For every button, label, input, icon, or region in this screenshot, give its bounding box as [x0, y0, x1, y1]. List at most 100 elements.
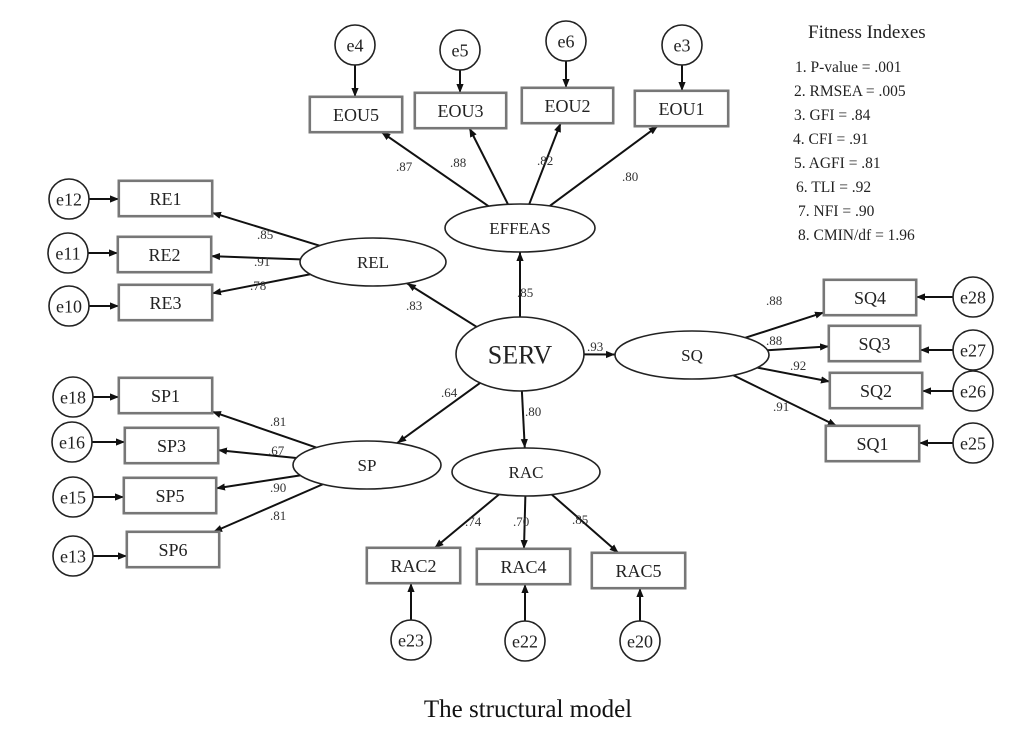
error-label-e16: e16	[59, 433, 85, 453]
indicator-inner-sq3	[830, 327, 919, 360]
indicator-sp6	[125, 530, 221, 569]
indicator-label-eou1: EOU1	[659, 99, 705, 119]
coef-serv-sp: .64	[441, 385, 458, 400]
error-label-e12: e12	[56, 190, 82, 210]
indicator-inner-sp3	[126, 429, 217, 462]
indicator-sq4	[822, 278, 918, 317]
indicator-rac5	[590, 551, 687, 590]
indicator-label-re1: RE1	[149, 189, 181, 209]
indicator-sp1	[117, 376, 214, 415]
latent-rel	[299, 237, 447, 287]
fitness-item-tli: 6. TLI = .92	[796, 179, 872, 196]
indicator-sq3	[827, 324, 922, 363]
coef-serv-effeas: .85	[517, 285, 533, 300]
indicator-sq1	[824, 424, 921, 463]
error-e23	[390, 619, 432, 661]
indicator-label-sq1: SQ1	[856, 434, 888, 454]
error-e22	[504, 620, 546, 662]
error-e27	[952, 329, 994, 371]
latent-label-rac: RAC	[509, 463, 544, 482]
error-e13	[52, 535, 94, 577]
error-label-e23: e23	[398, 631, 424, 651]
indicator-label-eou5: EOU5	[333, 105, 379, 125]
path-serv-rel	[406, 282, 478, 328]
loading-rac5	[551, 493, 620, 554]
path-serv-sp	[396, 382, 481, 444]
coef-re2: .91	[254, 254, 270, 269]
error-label-e20: e20	[627, 632, 653, 652]
fitness-indexes-list: 1. P-value = .001 2. RMSEA = .005 3. GFI…	[793, 56, 915, 248]
indicator-label-eou2: EOU2	[545, 96, 591, 116]
coef-sq2: .92	[790, 358, 806, 373]
indicator-inner-sq4	[825, 281, 915, 314]
coef-serv-rel: .83	[406, 298, 422, 313]
coef-sq4: .88	[766, 293, 782, 308]
error-label-e26: e26	[960, 382, 986, 402]
error-label-e22: e22	[512, 632, 538, 652]
indicator-re1	[117, 179, 214, 218]
indicator-label-sq3: SQ3	[858, 334, 890, 354]
indicator-label-sp1: SP1	[151, 386, 180, 406]
coef-serv-sq: .93	[587, 339, 603, 354]
latent-label-effeas: EFFEAS	[489, 219, 550, 238]
loading-sp6	[212, 483, 324, 533]
indicator-rac4	[475, 547, 572, 586]
latent-effeas	[444, 203, 596, 253]
error-label-e18: e18	[60, 388, 86, 408]
coef-eou2: .82	[537, 153, 553, 168]
latent-sp	[292, 440, 442, 490]
fitness-indexes-title: Fitness Indexes	[808, 22, 926, 43]
latent-label-serv: SERV	[488, 340, 553, 369]
latent-label-sp: SP	[358, 456, 377, 475]
error-label-e27: e27	[960, 341, 986, 361]
indicator-eou3	[413, 91, 508, 130]
coef-rac2: .74	[465, 514, 482, 529]
loading-re1	[211, 211, 320, 247]
loading-sp3	[217, 447, 297, 459]
coef-re3: .78	[250, 278, 266, 293]
indicator-re3	[117, 283, 214, 322]
indicator-inner-re1	[120, 182, 211, 215]
indicator-re2	[116, 235, 213, 274]
figure-caption: The structural model	[423, 696, 633, 723]
indicator-label-sp5: SP5	[155, 486, 184, 506]
indicator-label-rac2: RAC2	[390, 556, 436, 576]
loading-eou5	[380, 131, 490, 208]
indicator-inner-rac5	[593, 554, 684, 587]
error-e28	[952, 276, 994, 318]
indicator-inner-eou5	[311, 98, 401, 131]
indicator-inner-rac2	[368, 549, 459, 582]
path-serv-rac	[520, 390, 528, 449]
coef-sp1: .81	[270, 414, 286, 429]
loading-sq3	[767, 343, 830, 352]
loading-sq1	[732, 374, 838, 427]
error-e4	[334, 24, 376, 66]
error-e20	[619, 620, 661, 662]
indicator-label-re3: RE3	[149, 293, 181, 313]
indicator-inner-eou2	[523, 89, 612, 122]
error-label-e10: e10	[56, 297, 82, 317]
coef-eou3: .88	[450, 155, 466, 170]
error-e15	[52, 476, 94, 518]
error-e12	[48, 178, 90, 220]
loading-eou3	[468, 127, 509, 205]
indicator-sp3	[123, 426, 220, 465]
fitness-item-agfi: 5. AGFI = .81	[794, 155, 881, 172]
indicator-inner-re3	[120, 286, 211, 319]
error-label-e3: e3	[674, 36, 691, 56]
fitness-item-cfi: 4. CFI = .91	[793, 131, 869, 148]
latent-serv	[455, 316, 585, 392]
indicator-inner-eou3	[416, 94, 505, 127]
indicator-inner-eou1	[636, 92, 727, 125]
latent-sq	[614, 330, 770, 380]
coef-eou1: .80	[622, 169, 638, 184]
indicator-label-sp6: SP6	[158, 540, 187, 560]
coef-rac5: .85	[572, 512, 588, 527]
error-label-e5: e5	[452, 41, 469, 61]
indicator-label-sp3: SP3	[157, 436, 186, 456]
fitness-item-gfi: 3. GFI = .84	[794, 107, 871, 124]
coef-eou5: .87	[396, 159, 413, 174]
coef-serv-rac: .80	[525, 404, 541, 419]
loading-rac2	[433, 493, 500, 549]
